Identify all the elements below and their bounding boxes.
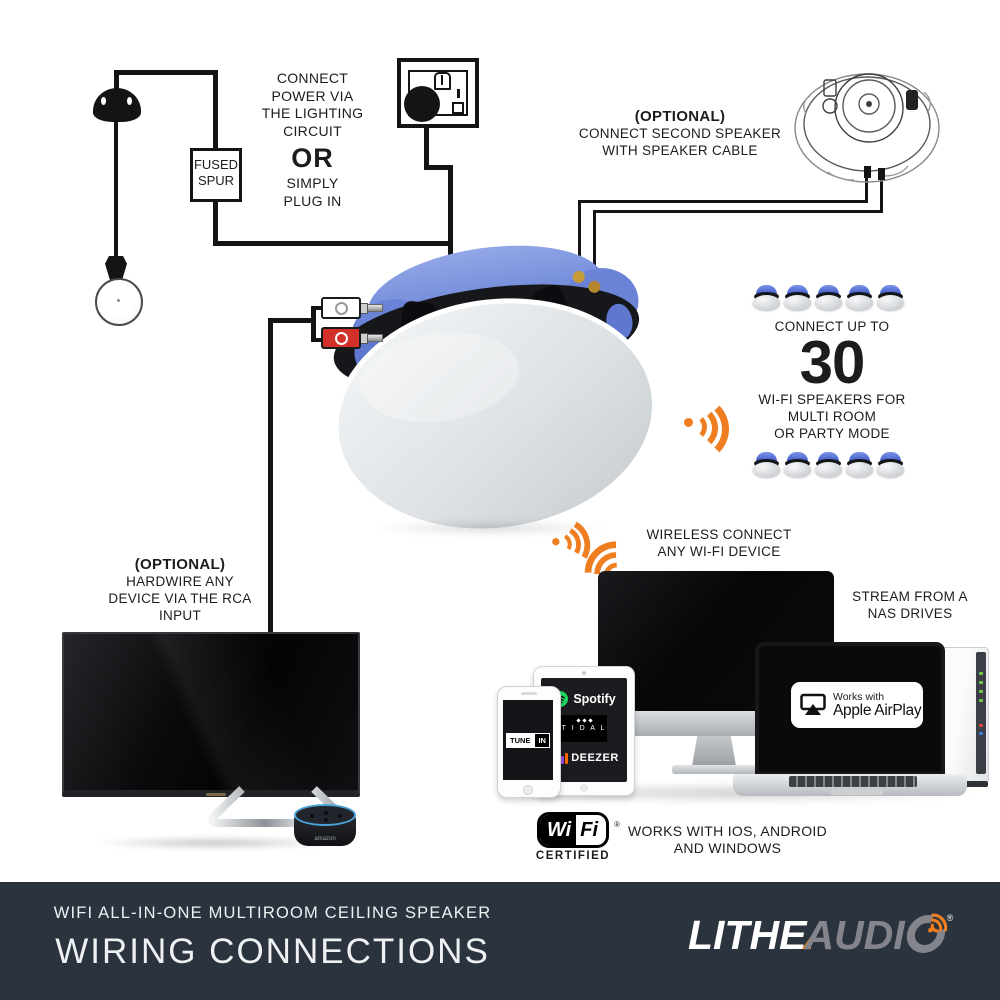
footer-titles: WIFI ALL-IN-ONE MULTIROOM CEILING SPEAKE… bbox=[35, 904, 510, 972]
logo-o-ring bbox=[903, 913, 949, 953]
wire-rca-to-tv bbox=[268, 318, 273, 638]
fused-spur-box: FUSED SPUR bbox=[190, 148, 242, 202]
wifi-signal-icon-right bbox=[684, 396, 729, 462]
rca-note: (OPTIONAL) HARDWIRE ANY DEVICE VIA THE R… bbox=[108, 556, 252, 623]
or-label: OR bbox=[291, 143, 334, 173]
tv-shadow bbox=[90, 836, 340, 850]
mini-speakers-row-top bbox=[753, 285, 904, 310]
wire-spur-to-speaker bbox=[213, 241, 453, 246]
power-note: CONNECT POWER VIA THE LIGHTING CIRCUIT O… bbox=[250, 70, 375, 210]
socket-slot-live bbox=[457, 89, 460, 98]
wire-spur-riser bbox=[213, 70, 218, 152]
wire-speaker2-b-run bbox=[593, 210, 883, 213]
nas-front-panel bbox=[976, 652, 986, 774]
os-support-note: WORKS WITH IOS, ANDROID AND WINDOWS bbox=[627, 823, 828, 856]
airplay-badge: Works with Apple AirPlay bbox=[791, 682, 923, 728]
footer-bar: WIFI ALL-IN-ONE MULTIROOM CEILING SPEAKE… bbox=[0, 882, 1000, 1000]
tunein-logo: TUNE IN bbox=[506, 732, 550, 748]
second-speaker-note: (OPTIONAL) CONNECT SECOND SPEAKER WITH S… bbox=[578, 108, 782, 158]
wire-speaker2-a-drop bbox=[578, 200, 581, 276]
mini-speakers-row-bottom bbox=[753, 452, 904, 477]
socket-earth-pin bbox=[434, 72, 451, 90]
logo-wifi-icon bbox=[927, 913, 947, 933]
wire-pendant-cord bbox=[114, 118, 118, 262]
rca-plug-red bbox=[321, 327, 383, 349]
iphone-home-button bbox=[523, 785, 533, 795]
ipad-home-button bbox=[580, 784, 588, 792]
count-30: 30 bbox=[799, 329, 866, 396]
macbook-keyboard bbox=[789, 776, 917, 787]
tv-brand-mark bbox=[206, 793, 226, 796]
spotify-logo: Spotify bbox=[552, 691, 616, 707]
footer-title: WIRING CONNECTIONS bbox=[55, 932, 490, 971]
plug-icon bbox=[404, 86, 440, 122]
rca-plug-white bbox=[321, 297, 383, 319]
ipad-camera bbox=[582, 671, 586, 675]
socket-slot-neutral bbox=[452, 102, 464, 114]
wire-rose-riser bbox=[114, 70, 119, 98]
wifi-certified-logo: Wi Fi ® CERTIFIED bbox=[528, 812, 620, 862]
echo-dot: amazon bbox=[294, 804, 356, 846]
wire-rca-stub-white bbox=[311, 306, 323, 310]
imac-stand bbox=[692, 736, 736, 766]
wire-power-to-speaker bbox=[448, 165, 453, 261]
amazon-logo: amazon bbox=[314, 836, 336, 842]
tv bbox=[62, 632, 360, 797]
power-socket bbox=[397, 58, 479, 128]
nas-note: STREAM FROM A NAS DRIVES bbox=[852, 589, 968, 621]
lithe-audio-logo: LITHEAUDI ® bbox=[688, 912, 954, 958]
footer-subtitle: WIFI ALL-IN-ONE MULTIROOM CEILING SPEAKE… bbox=[53, 904, 492, 922]
tidal-icon bbox=[561, 715, 607, 723]
speaker-shadow bbox=[370, 520, 610, 536]
wire-speaker2-b-drop bbox=[593, 210, 596, 284]
iphone-speaker-slit bbox=[521, 692, 537, 695]
wire-speaker2-a bbox=[865, 178, 868, 203]
wire-plug-elbow bbox=[424, 165, 453, 170]
tidal-logo: T I D A L bbox=[561, 715, 607, 742]
bulb-holder bbox=[105, 256, 127, 282]
wire-speaker2-a-run bbox=[578, 200, 868, 203]
macbook: Works with Apple AirPlay bbox=[733, 642, 967, 802]
wifi-certified-badge: Wi Fi bbox=[536, 812, 610, 848]
multi-room-note: CONNECT UP TO 30 WI-FI SPEAKERS FOR MULT… bbox=[758, 319, 906, 441]
iphone: TUNE IN bbox=[497, 686, 561, 798]
wire-lighting-top bbox=[114, 70, 218, 75]
registered-mark: ® bbox=[614, 820, 620, 829]
iphone-screen: TUNE IN bbox=[503, 700, 553, 780]
wireless-note: WIRELESS CONNECT ANY WI-FI DEVICE bbox=[646, 527, 792, 559]
light-bulb bbox=[95, 278, 143, 326]
wire-plug-drop bbox=[424, 120, 429, 170]
macbook-screen: Works with Apple AirPlay bbox=[755, 642, 945, 776]
wire-rca-split bbox=[311, 306, 316, 342]
macbook-trackpad bbox=[831, 790, 883, 795]
echo-top bbox=[294, 804, 356, 826]
wire-rca-run bbox=[268, 318, 316, 323]
wire-speaker2-b bbox=[880, 180, 883, 213]
imac-base bbox=[672, 765, 760, 774]
ceiling-rose bbox=[93, 88, 141, 122]
wire-spur-drop bbox=[213, 190, 218, 246]
main-ceiling-speaker bbox=[333, 245, 658, 533]
airplay-icon bbox=[800, 693, 826, 715]
second-speaker-lineart bbox=[794, 73, 940, 183]
logo-accent-triangle bbox=[802, 936, 812, 949]
wire-rca-stub-red bbox=[311, 338, 323, 342]
